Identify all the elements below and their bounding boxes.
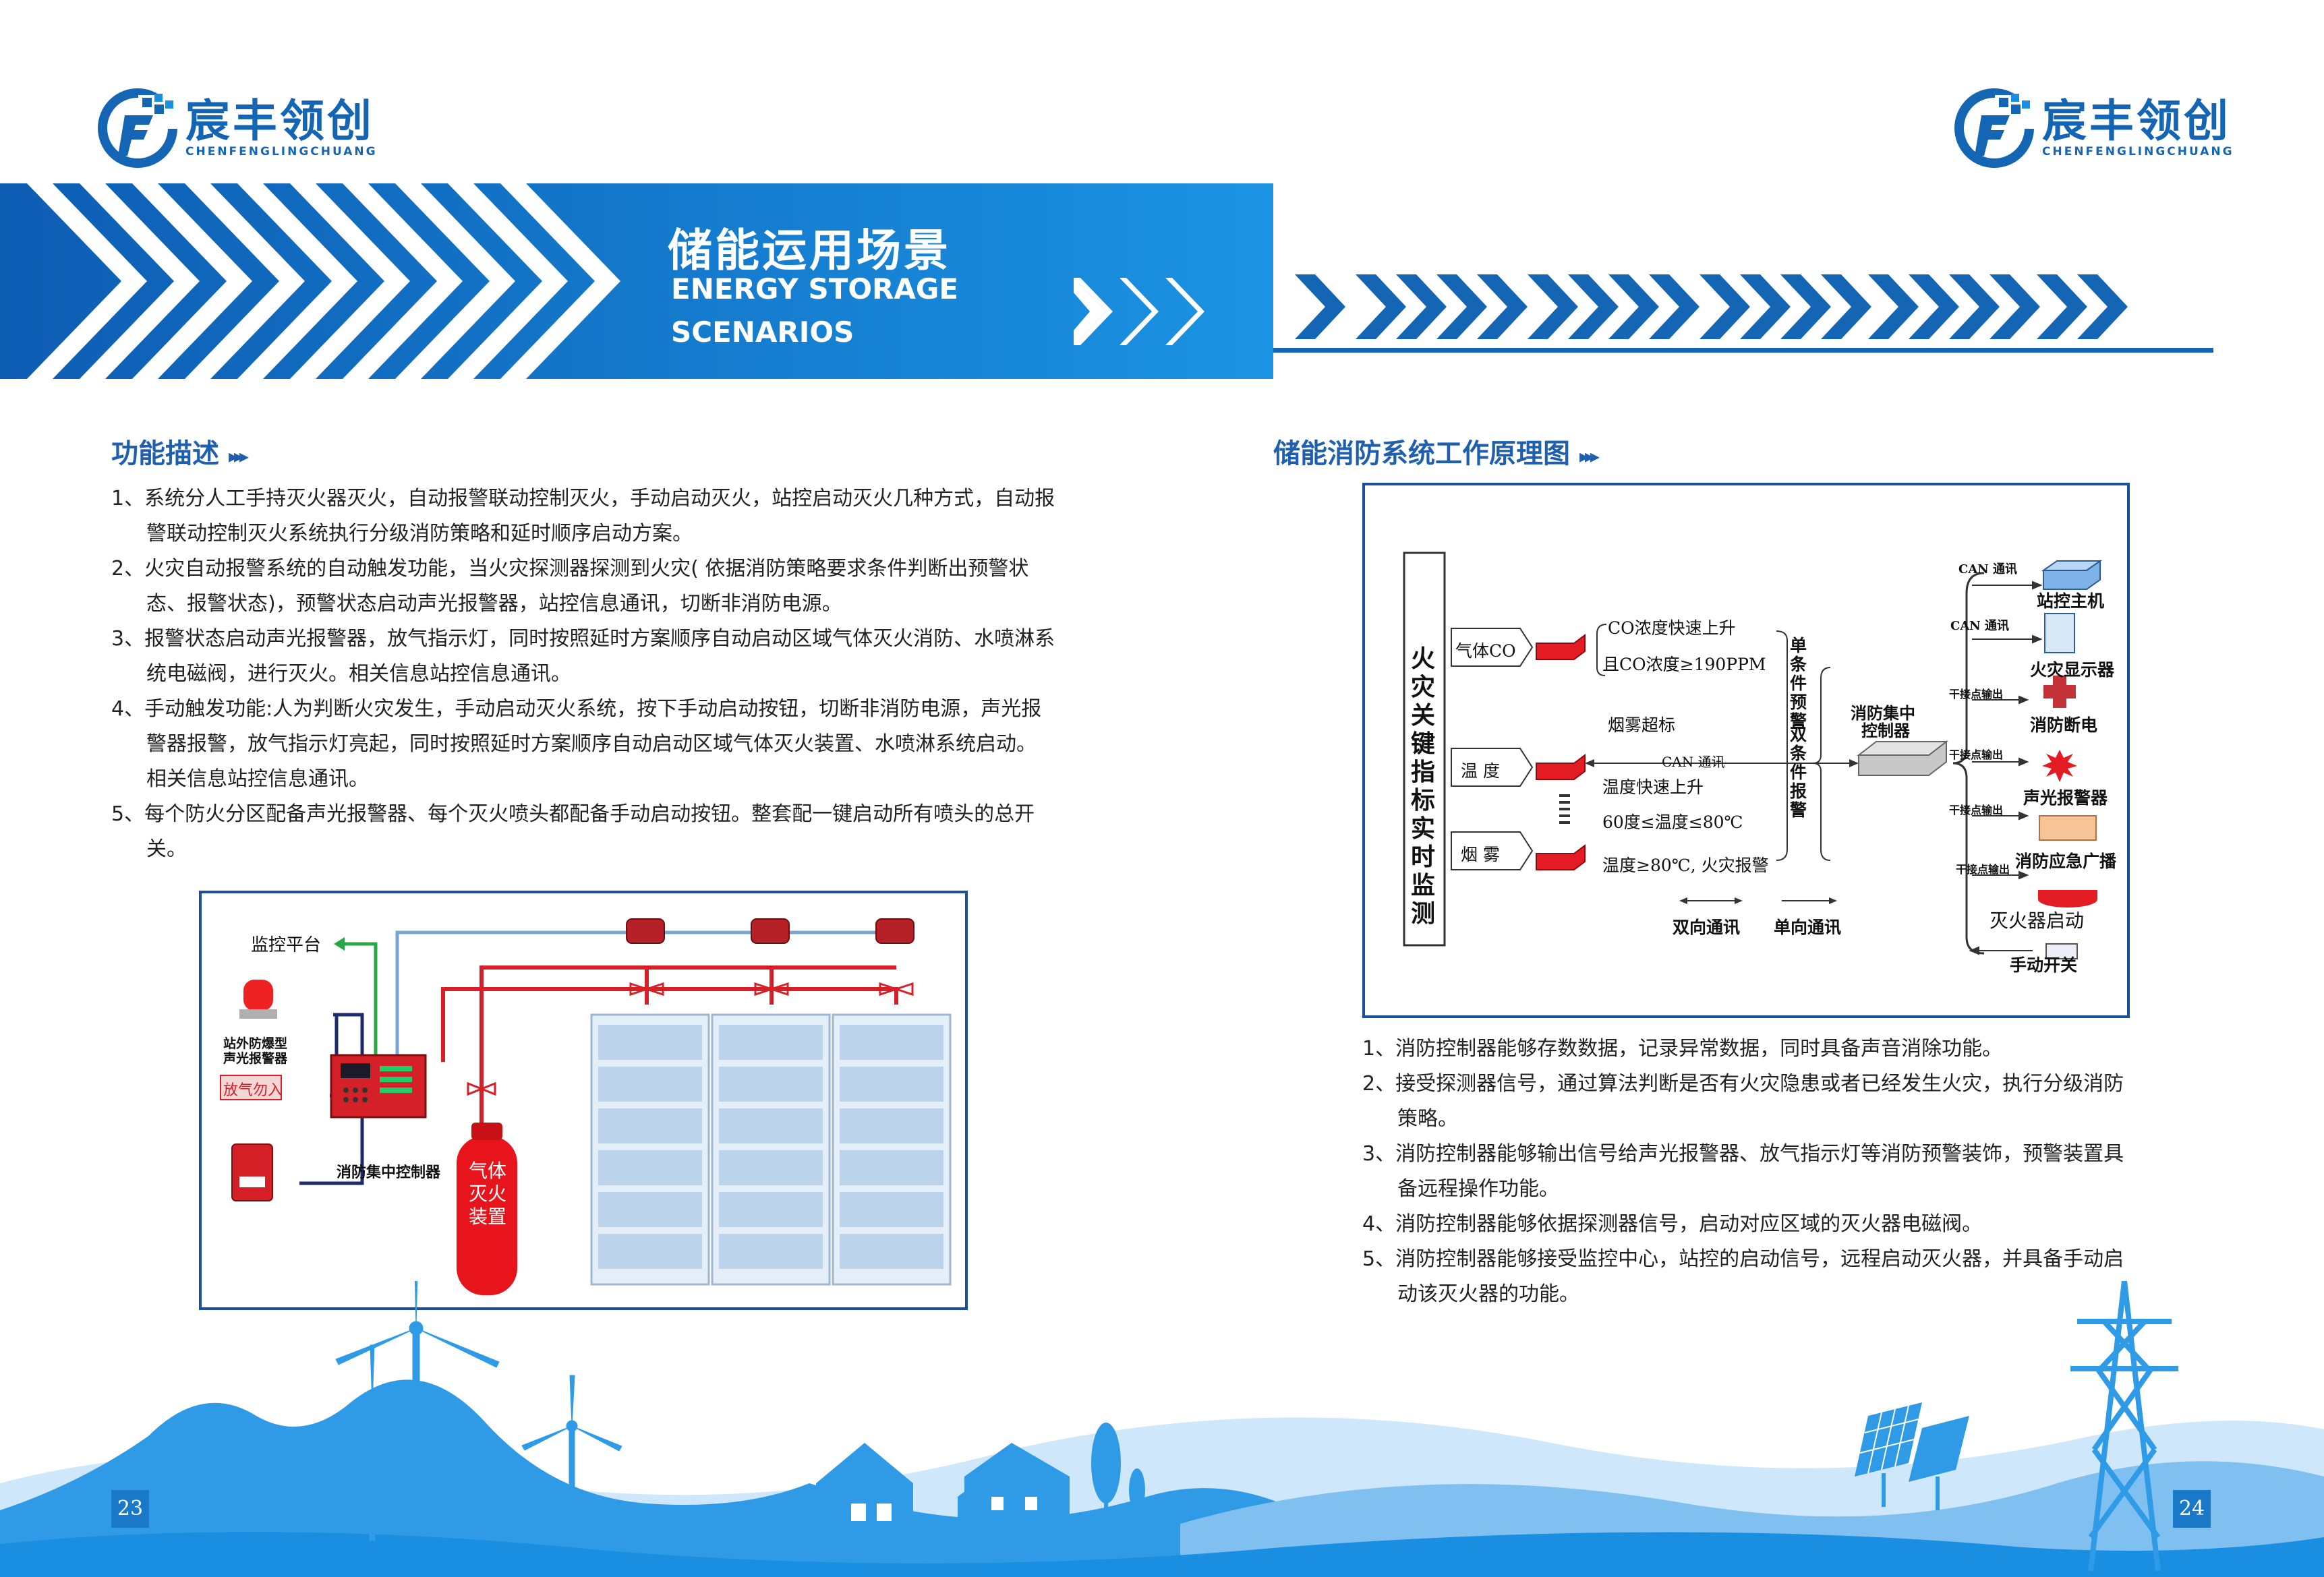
cond-co-rise: CO浓度快速上升: [1608, 618, 1736, 638]
right-item: 2、接受探测器信号，通过算法判断是否有火灾隐患或者已经发生火灾，执行分级消防策略…: [1362, 1072, 2124, 1131]
right-section-heading: 储能消防系统工作原理图 ▸▸▸: [1273, 432, 1600, 471]
footer-landscape: [0, 1281, 2324, 1577]
monitor-platform-label: 监控平台: [251, 935, 322, 955]
out-can-2: CAN 通讯: [1950, 619, 2010, 633]
legend-unidirectional: 单向通讯: [1774, 918, 1842, 937]
left-heading-text: 功能描述: [111, 438, 219, 469]
realtime-monitoring-label: 火灾关键指标实时监测: [1411, 645, 1436, 928]
output-extinguisher-start: 灭火器启动: [1989, 910, 2085, 932]
double-alarm-label: 双条件报警: [1790, 725, 1807, 820]
brand-name-en: CHENFENGLINGCHUANG: [185, 145, 378, 158]
brand-logo-right: 宸丰领创 CHENFENGLINGCHUANG: [1954, 84, 2234, 172]
banner-subtitle-1: ENERGY STORAGE: [671, 272, 959, 305]
brand-logo-icon: [1954, 88, 2034, 168]
gas-device-label-2: 灭火: [468, 1183, 506, 1205]
cond-temp-rise: 温度快速上升: [1602, 777, 1704, 797]
out-dry-4: 干接点输出: [1956, 863, 2010, 876]
can-comm-label: CAN 通讯: [1662, 754, 1725, 770]
controller-name-1: 消防集中: [1851, 703, 1915, 723]
brand-logo-icon: [98, 88, 177, 168]
no-entry-sign: 放气勿入: [223, 1082, 283, 1099]
page-number-right: 24: [2173, 1490, 2211, 1528]
right-heading-text: 储能消防系统工作原理图: [1273, 438, 1570, 469]
left-item: 1、系统分人工手持灭火器灭火，自动报警联动控制灭火，手动启动灭火，站控启动灭火几…: [111, 487, 1055, 545]
left-item: 2、火灾自动报警系统的自动触发功能，当火灾探测器探测到火灾( 依据消防策略要求条…: [111, 557, 1029, 616]
output-station-host: 站控主机: [2037, 591, 2105, 611]
gas-device-label-1: 气体: [468, 1160, 506, 1182]
brand-logo-left: 宸丰领创 CHENFENGLINGCHUANG: [98, 84, 378, 172]
input-smoke: 烟 雾: [1461, 845, 1500, 864]
fire-system-layout-diagram: 监控平台 站外防爆型 声光报警器 放气勿入 消防集中控制器 气体 灭火 装置: [199, 891, 968, 1310]
alarm-label-2: 声光报警器: [223, 1051, 288, 1066]
right-item: 3、消防控制器能够输出信号给声光报警器、放气指示灯等消防预警装饰，预警装置具备远…: [1362, 1142, 2124, 1201]
cond-co-threshold: 且CO浓度≥190PPM: [1602, 655, 1766, 674]
out-dry-3: 干接点输出: [1949, 804, 2004, 816]
brand-name-cn: 宸丰领创: [185, 95, 374, 147]
input-co: 气体CO: [1455, 641, 1516, 661]
brand-name-cn: 宸丰领创: [2042, 95, 2231, 147]
controller-label: 消防集中控制器: [337, 1164, 441, 1181]
banner-title: 储能运用场景: [668, 225, 951, 276]
output-fire-display: 火灾显示器: [2030, 660, 2115, 680]
out-can-1: CAN 通讯: [1958, 562, 2018, 576]
left-item: 3、报警状态启动声光报警器，放气指示灯，同时按照延时方案顺序自动启动区域气体灭火…: [111, 627, 1055, 686]
out-dry-1: 干接点输出: [1949, 688, 2004, 701]
controller-name-2: 控制器: [1861, 721, 1910, 740]
right-description: 1、消防控制器能够存数数据，记录异常数据，同时具备声音消除功能。 2、接受探测器…: [1362, 1032, 2131, 1312]
left-section-heading: 功能描述 ▸▸▸: [111, 432, 249, 471]
input-temperature: 温 度: [1461, 761, 1500, 781]
out-dry-2: 干接点输出: [1949, 748, 2004, 761]
cond-fire-alarm: 温度≥80℃, 火灾报警: [1602, 856, 1769, 875]
alarm-label-1: 站外防爆型: [223, 1036, 288, 1051]
cond-temp-range: 60度≤温度≤80℃: [1602, 812, 1743, 832]
cond-smoke: 烟雾超标: [1608, 715, 1676, 735]
right-item: 4、消防控制器能够依据探测器信号，启动对应区域的灭火器电磁阀。: [1362, 1212, 1983, 1236]
brand-name-en: CHENFENGLINGCHUANG: [2042, 145, 2234, 158]
banner-subtitle-2: SCENARIOS: [671, 316, 854, 349]
left-item: 4、手动触发功能:人为判断火灾发生，手动启动灭火系统，按下手动启动按钮，切断非消…: [111, 697, 1042, 791]
output-emergency-broadcast: 消防应急广播: [2015, 852, 2117, 871]
fire-principle-diagram: 火灾关键指标实时监测 气体CO 温 度 烟 雾 CO浓度快速上升 且CO浓度≥1…: [1362, 483, 2130, 1018]
output-sound-light-alarm: 声光报警器: [2023, 788, 2108, 808]
left-description: 1、系统分人工手持灭火器灭火，自动报警联动控制灭火，手动启动灭火，站控启动灭火几…: [111, 481, 1055, 867]
output-manual-switch: 手动开关: [2010, 955, 2078, 975]
single-warning-label: 单条件预警: [1790, 636, 1807, 731]
right-item: 5、消防控制器能够接受监控中心，站控的启动信号，远程启动灭火器，并具备手动启动该…: [1362, 1247, 2124, 1306]
legend-bidirectional: 双向通讯: [1673, 918, 1741, 937]
page-number-left: 23: [111, 1490, 149, 1528]
triple-arrow-icon: ▸▸▸: [1579, 445, 1600, 467]
left-item: 5、每个防火分区配备声光报警器、每个灭火喷头都配备手动启动按钮。整套配一键启动所…: [111, 802, 1035, 861]
output-power-cut: 消防断电: [2030, 715, 2098, 735]
gas-device-label-3: 装置: [468, 1206, 506, 1228]
header-banner: [0, 183, 2213, 379]
right-item: 1、消防控制器能够存数数据，记录异常数据，同时具备声音消除功能。: [1362, 1037, 2003, 1061]
triple-arrow-icon: ▸▸▸: [228, 445, 249, 467]
